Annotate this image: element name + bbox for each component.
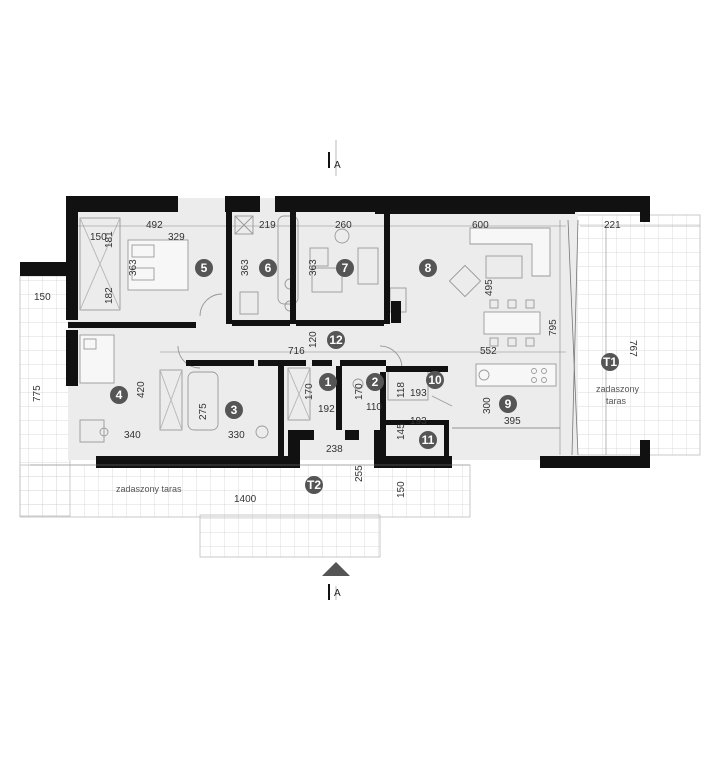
room-badge: 12: [327, 331, 345, 349]
terrace-badge: T2: [305, 476, 323, 494]
room-badge: 3: [225, 401, 243, 419]
section-mark-bottom-label: A: [334, 588, 341, 599]
dim-label: 330: [228, 430, 245, 441]
sofa-icon: [469, 227, 551, 277]
bathtub-icon-room3: [187, 371, 219, 431]
glazing: [452, 219, 579, 456]
terrace-t1-label-line2: taras: [606, 396, 627, 406]
dim-label: 395: [504, 416, 521, 427]
dim-label: 600: [472, 220, 489, 231]
dim-label: 219: [259, 220, 276, 231]
terrace-t2-label: zadaszony taras: [116, 484, 182, 494]
room-badge: 8: [419, 259, 437, 277]
dimension-lines: [30, 140, 700, 600]
room-badge: 10: [426, 371, 444, 389]
room-number: 10: [428, 373, 442, 387]
room-badge: 9: [499, 395, 517, 413]
dim-label: 300: [482, 397, 493, 414]
dim-label: 492: [146, 220, 163, 231]
dim-label: 775: [32, 385, 43, 402]
terraces: [19, 214, 701, 558]
dim-label: 420: [136, 381, 147, 398]
dim-label: 150: [90, 232, 107, 243]
terrace-t1: [574, 214, 701, 456]
room-number: 5: [201, 261, 208, 275]
dim-label: 192: [318, 404, 335, 415]
dim-label: 182: [104, 287, 115, 304]
room-number: 1: [325, 375, 332, 389]
room-number: 11: [422, 433, 435, 447]
dim-label: 716: [288, 346, 305, 357]
armchair-icon: [448, 264, 482, 298]
room-number: 2: [372, 375, 379, 389]
dim-label: 150: [34, 292, 51, 303]
dim-label: 795: [548, 319, 559, 336]
dim-label: 145: [396, 423, 407, 440]
dim-label: 495: [484, 279, 495, 296]
dim-label: 363: [240, 259, 251, 276]
bed-icon: [127, 239, 189, 291]
dim-label: 275: [198, 403, 209, 420]
dim-label: 238: [326, 444, 343, 455]
dim-label: 181: [104, 231, 115, 248]
dim-label: 255: [354, 465, 365, 482]
room-number: 9: [505, 397, 512, 411]
bed-icon-room4: [79, 334, 115, 384]
terrace-badge: T1: [601, 353, 619, 371]
room-badges: 1 2 3 4 5 6 7 8 9 10 11 12 T1 T2: [110, 259, 619, 494]
walls: [20, 196, 650, 468]
room-badge: 2: [366, 373, 384, 391]
dimension-labels: 492 329 150 181 363 182 219 363 260 363 …: [32, 220, 638, 505]
section-mark-top-label: A: [334, 160, 341, 171]
terrace-t2-steps: [199, 514, 381, 558]
dim-label: 110: [366, 402, 382, 413]
section-mark-bottom: A: [322, 562, 350, 600]
room-number: 12: [329, 333, 343, 347]
dim-label: 767: [627, 340, 638, 357]
dim-label: 552: [480, 346, 497, 357]
section-mark-top: A: [328, 152, 341, 171]
dim-label: 260: [335, 220, 352, 231]
dim-label: 193: [410, 416, 427, 427]
terrace-id: T2: [307, 478, 321, 492]
dim-label: 193: [410, 388, 427, 399]
dim-label: 1400: [234, 494, 257, 505]
terrace-id: T1: [603, 355, 617, 369]
dim-label: 150: [396, 481, 407, 498]
room-number: 4: [116, 388, 123, 402]
dim-label: 363: [128, 259, 139, 276]
room-badge: 5: [195, 259, 213, 277]
dim-label: 340: [124, 430, 141, 441]
terrace-labels: zadaszony taras zadaszony taras: [116, 384, 640, 494]
dim-label: 170: [354, 383, 365, 400]
terrace-t2: [19, 464, 471, 518]
wardrobe-icon: [79, 217, 121, 311]
room-number: 8: [425, 261, 432, 275]
room-number: 6: [265, 261, 272, 275]
room-badge: 4: [110, 386, 128, 404]
dining-table-icon: [483, 311, 541, 335]
terrace-t1-label-line1: zadaszony: [596, 384, 640, 394]
room-badge: 7: [336, 259, 354, 277]
dim-label: 118: [396, 382, 407, 398]
furniture: [79, 215, 557, 443]
room-badge: 1: [319, 373, 337, 391]
room-number: 3: [231, 403, 238, 417]
dim-label: 329: [168, 232, 185, 243]
dim-label: 170: [304, 383, 315, 400]
dim-label: 120: [308, 331, 319, 348]
dim-label: 363: [308, 259, 319, 276]
room-badge: 11: [419, 431, 437, 449]
room-badge: 6: [259, 259, 277, 277]
room-number: 7: [342, 261, 349, 275]
bathtub-icon: [277, 215, 299, 305]
dim-label: 221: [604, 220, 621, 231]
